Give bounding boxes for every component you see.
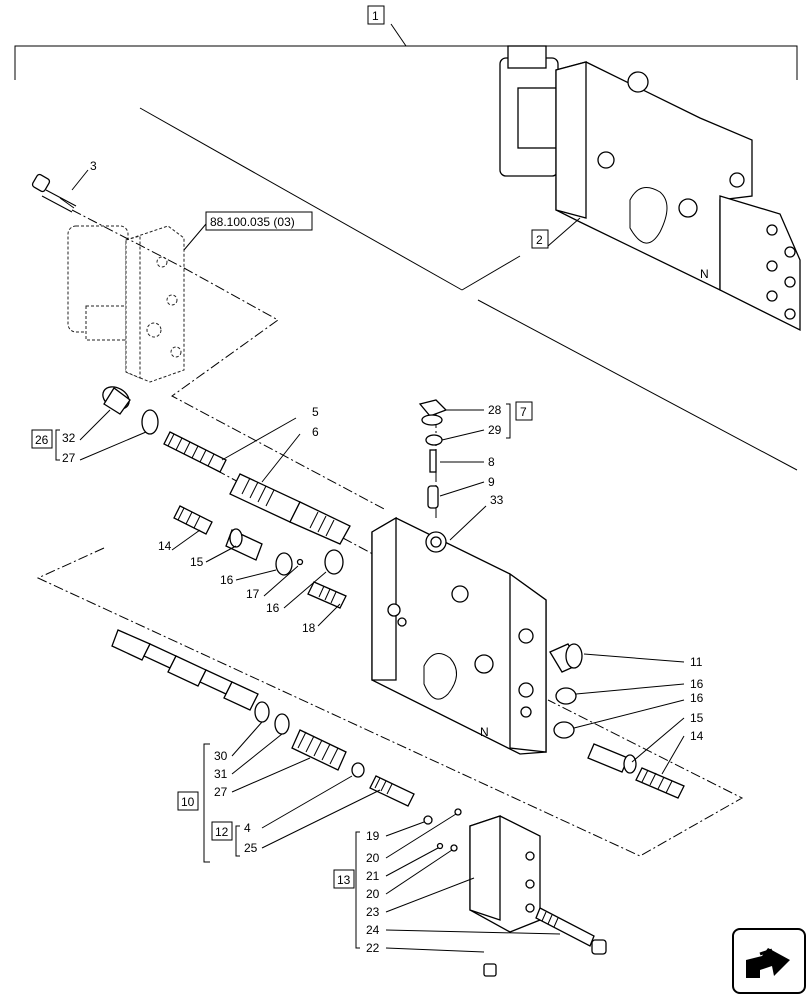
ball-17	[296, 558, 304, 566]
plug-32	[102, 386, 131, 415]
screw-3: 3	[31, 159, 97, 213]
ghost-valve-section	[67, 225, 185, 383]
label-31: 31	[214, 767, 228, 781]
plug-22	[483, 963, 497, 977]
label-22: 22	[366, 941, 380, 955]
plug-28: 28	[418, 399, 502, 426]
label-11: 11	[690, 655, 703, 669]
svg-text:N: N	[700, 267, 709, 281]
callout-13: 13	[337, 873, 351, 887]
label-9: 9	[488, 475, 495, 489]
label-17: 17	[246, 587, 260, 601]
label-16a: 16	[220, 573, 234, 587]
group-10: 10 30 31 27	[177, 721, 311, 863]
cross-ref-group: 88.100.035 (03)	[183, 211, 313, 251]
label-25: 25	[244, 841, 258, 855]
callout-26: 26	[35, 433, 49, 447]
label-8: 8	[488, 455, 495, 469]
o-ring-16-right-a	[555, 687, 577, 705]
group-12: 12 4 25	[211, 775, 381, 857]
ring-19	[423, 815, 433, 825]
spring-8: 8	[429, 449, 495, 473]
label-27b: 27	[214, 785, 228, 799]
o-ring-29	[425, 434, 443, 446]
stem-25	[369, 775, 415, 807]
label-20b: 20	[366, 887, 380, 901]
seal-20-bottom	[450, 844, 458, 852]
label-5: 5	[312, 405, 319, 419]
group-26: 26 32 27	[31, 409, 147, 465]
spring-27-lower	[291, 729, 347, 771]
group-13: 13 19 20 21 20 23 24 22	[333, 813, 561, 955]
label-21: 21	[366, 869, 380, 883]
label-6: 6	[312, 425, 319, 439]
label-23: 23	[366, 905, 380, 919]
spring-5: 5	[163, 405, 319, 473]
label-15b: 15	[690, 711, 704, 725]
section-line-upper	[139, 107, 463, 291]
spool-6: 6	[229, 425, 351, 545]
poppet-15-right: 15	[587, 711, 704, 774]
callout-7: 7	[520, 405, 527, 419]
valve-body: N 33	[371, 493, 547, 755]
callout-1: 1	[372, 9, 379, 23]
ball-21	[436, 842, 444, 850]
o-ring-16-mid	[324, 549, 344, 575]
label-18: 18	[302, 621, 316, 635]
label-20a: 20	[366, 851, 380, 865]
label-19: 19	[366, 829, 380, 843]
cross-ref-label: 88.100.035 (03)	[210, 215, 295, 229]
label-16b: 16	[266, 601, 280, 615]
spring-14-left: 14	[158, 505, 213, 553]
callout-10: 10	[181, 795, 195, 809]
callout-12: 12	[215, 825, 229, 839]
o-ring-16-right-b	[553, 721, 575, 739]
label-14b: 14	[690, 729, 704, 743]
callout-2: 2	[536, 233, 543, 247]
spring-14-right: 14	[635, 729, 704, 799]
label-14a: 14	[158, 539, 172, 553]
o-ring-4	[351, 762, 365, 778]
label-15a: 15	[190, 555, 204, 569]
section-line-lower	[477, 299, 798, 471]
next-page-button[interactable]	[732, 928, 806, 994]
seal-20-top	[454, 808, 462, 816]
poppet-15-left: 15	[190, 528, 263, 569]
next-page-arrow-icon	[746, 948, 790, 978]
label-33: 33	[490, 493, 504, 507]
end-cap-23	[469, 815, 541, 933]
callout-2-group: 2	[461, 217, 581, 291]
label-32: 32	[62, 431, 76, 445]
axis-line-lower	[36, 547, 744, 857]
svg-text:N: N	[480, 725, 489, 739]
label-16d: 16	[690, 691, 704, 705]
group-7: 7	[506, 401, 533, 439]
label-24: 24	[366, 923, 380, 937]
label-30: 30	[214, 749, 228, 763]
plug-11: 11	[549, 643, 703, 673]
label-29: 29	[488, 423, 502, 437]
label-3: 3	[90, 159, 97, 173]
label-16c: 16	[690, 677, 704, 691]
main-spool	[111, 629, 290, 735]
top-bracket: 1	[14, 5, 798, 80]
check-valve-18: 18	[302, 581, 347, 635]
valve-assembly-complete: N	[499, 45, 801, 332]
o-ring-27	[141, 409, 159, 435]
pin-9: 9	[427, 475, 495, 509]
o-ring-16-left	[275, 552, 293, 576]
bolt-24	[535, 907, 607, 955]
label-28: 28	[488, 403, 502, 417]
label-27a: 27	[62, 451, 76, 465]
label-4: 4	[244, 821, 251, 835]
